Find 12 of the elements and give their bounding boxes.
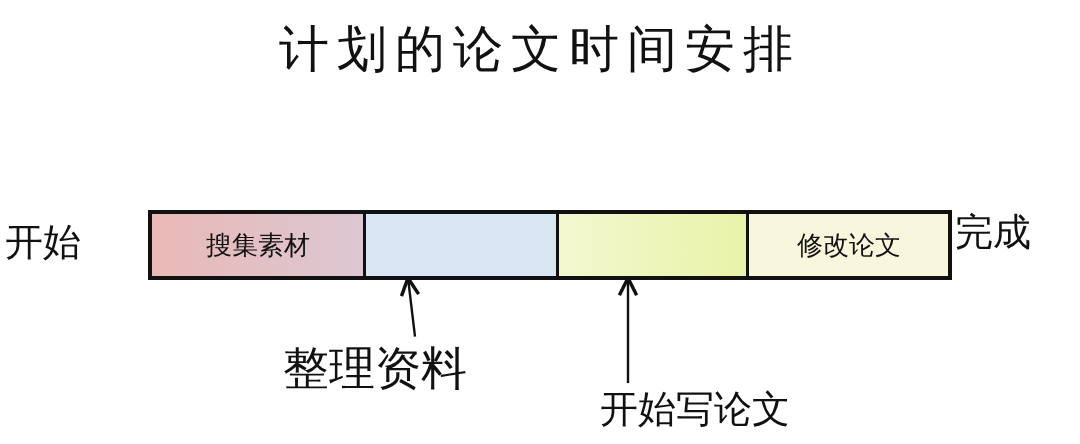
annotation-text: 开始写论文 [599, 389, 791, 431]
diagram-title: 计划的论文时间安排 [278, 22, 802, 77]
timeline-bar [148, 210, 952, 280]
timeline-segment [152, 214, 366, 276]
segment-label: 搜集素材 [204, 230, 311, 260]
endpoint-label: 开始 [5, 222, 81, 264]
timeline-segment [749, 214, 948, 276]
timeline-segment [559, 214, 749, 276]
timeline-segment [366, 214, 559, 276]
segment-label: 修改论文 [795, 230, 902, 260]
endpoint-label: 完成 [955, 212, 1031, 254]
annotation-text: 整理资料 [282, 342, 468, 394]
